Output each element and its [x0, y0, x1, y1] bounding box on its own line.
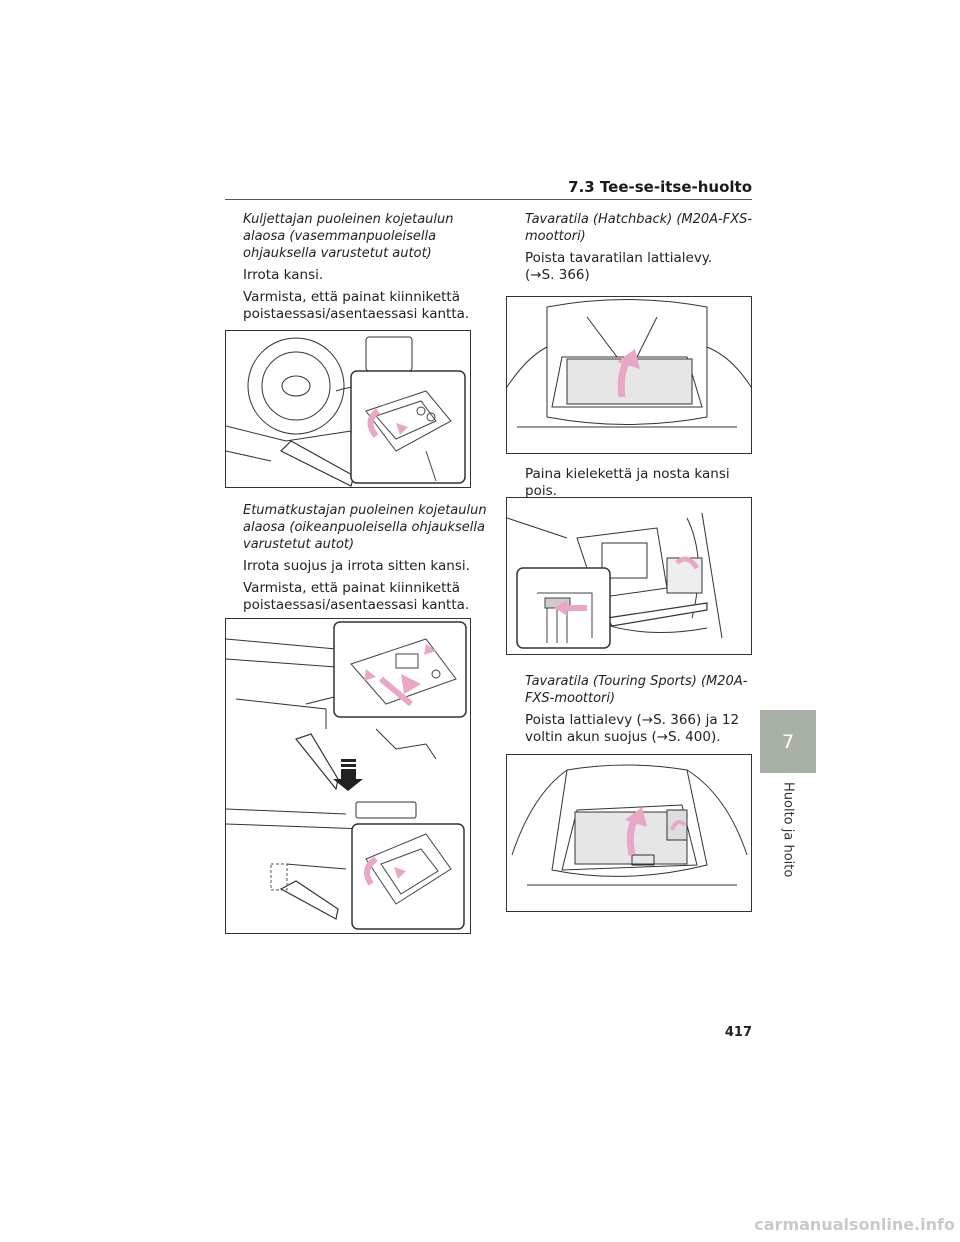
- chapter-number: 7: [781, 730, 795, 753]
- header-rule: [225, 199, 752, 200]
- illustration-driver-cover: [225, 330, 471, 488]
- step1-line1: Irrota kansi.: [243, 267, 324, 283]
- step1-line2: Varmista, että painat kiinnikettä poista…: [243, 289, 470, 322]
- step1-heading: Kuljettajan puoleinen kojetaulun alaosa …: [243, 212, 454, 261]
- illustration-touring-floor: [506, 754, 752, 912]
- step3-heading: Tavaratila (Hatchback) (M20A-FXS-moottor…: [525, 212, 753, 244]
- step3-line1: Poista tavaratilan lattialevy.: [525, 250, 713, 266]
- step2-line1: Irrota suojus ja irrota sitten kansi.: [243, 558, 470, 574]
- left-column-step2: Etumatkustajan puoleinen kojetaulun alao…: [243, 502, 488, 614]
- illustration-hatchback-floor: [506, 296, 752, 454]
- watermark: carmanualsonline.info: [754, 1215, 955, 1234]
- left-column-step1: Kuljettajan puoleinen kojetaulun alaosa …: [243, 211, 488, 323]
- illustration-passenger-cover: [225, 618, 471, 934]
- step4-heading: Tavaratila (Touring Sports) (M20A-FXS-mo…: [525, 674, 748, 706]
- right-column-step3b: Paina kielekettä ja nosta kansi pois.: [525, 466, 755, 500]
- step3-line3: Paina kielekettä ja nosta kansi pois.: [525, 466, 730, 499]
- page-number: 417: [724, 1025, 752, 1040]
- step3-line2: (→S. 366): [525, 267, 590, 283]
- step2-line2: Varmista, että painat kiinnikettä poista…: [243, 580, 470, 613]
- right-column-step3: Tavaratila (Hatchback) (M20A-FXS-moottor…: [525, 211, 755, 284]
- section-title: 7.3 Tee-se-itse-huolto: [568, 178, 752, 196]
- chapter-tab[interactable]: 7: [760, 710, 816, 773]
- step2-heading: Etumatkustajan puoleinen kojetaulun alao…: [243, 503, 487, 552]
- step4-line1: Poista lattialevy (→S. 366) ja 12 voltin…: [525, 712, 740, 745]
- right-column-step4: Tavaratila (Touring Sports) (M20A-FXS-mo…: [525, 673, 755, 746]
- illustration-battery-cover: [506, 497, 752, 655]
- chapter-title: Huolto ja hoito: [780, 782, 796, 878]
